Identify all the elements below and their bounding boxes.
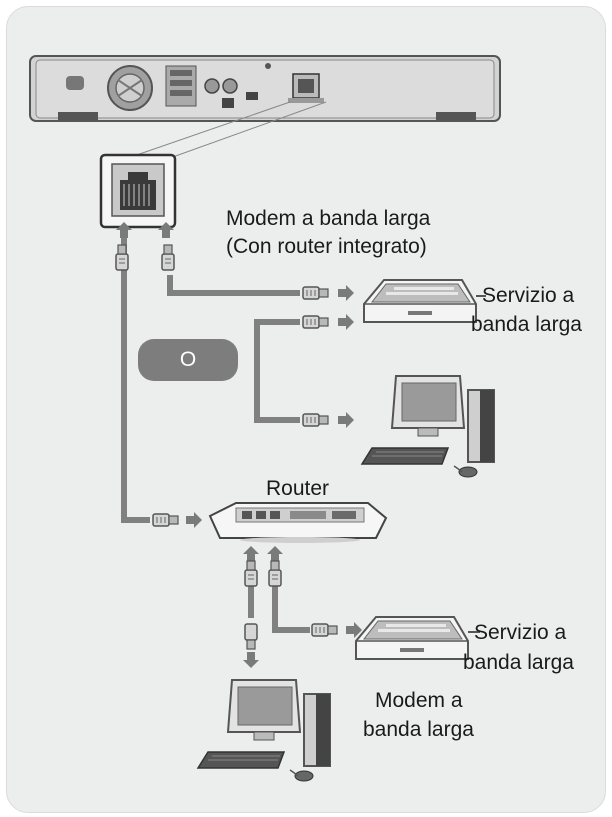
rj45-plug-icon	[115, 244, 129, 271]
rj45-plug-icon	[302, 315, 329, 329]
rj45-plug-icon	[161, 244, 175, 271]
arrow-right-icon	[186, 512, 202, 528]
modem-router-label-line2: (Con router integrato)	[226, 235, 427, 258]
arrow-up-icon	[243, 546, 259, 562]
service-bottom-label-line2: banda larga	[463, 651, 574, 674]
router-label: Router	[266, 477, 330, 500]
modem-icon	[363, 279, 477, 323]
modem-router-label-line1: Modem a banda larga	[226, 207, 431, 230]
or-badge-text: O	[179, 348, 197, 371]
arrow-down-icon	[243, 652, 259, 668]
diagram-panel	[6, 6, 606, 813]
rj45-plug-icon	[244, 560, 258, 587]
or-badge: O	[138, 339, 238, 381]
rj45-plug-icon	[302, 413, 329, 427]
rj45-plug-icon	[311, 623, 338, 637]
modem-bottom-label-line1: Modem a	[375, 689, 463, 712]
service-top-label-line2: banda larga	[471, 313, 582, 336]
arrow-up-icon	[267, 546, 283, 562]
network-cables	[121, 236, 310, 633]
player-rear-panel-icon	[29, 55, 501, 122]
desktop-computer-icon	[361, 375, 495, 478]
rj45-plug-icon	[244, 623, 258, 650]
service-bottom-label-line1: Servizio a	[474, 621, 567, 644]
service-top-label-line1: Servizio a	[482, 284, 575, 307]
arrow-right-icon	[338, 285, 354, 301]
rj45-plug-icon	[302, 286, 329, 300]
desktop-computer-icon	[197, 679, 331, 782]
modem-bottom-label-line2: banda larga	[363, 718, 474, 741]
rj45-plug-icon	[152, 513, 179, 527]
rj45-plug-icon	[268, 560, 282, 587]
arrow-right-icon	[338, 314, 354, 330]
modem-icon	[355, 616, 469, 660]
arrow-right-icon	[338, 412, 354, 428]
router-icon	[208, 502, 388, 543]
lan-port-closeup-icon	[99, 153, 177, 229]
